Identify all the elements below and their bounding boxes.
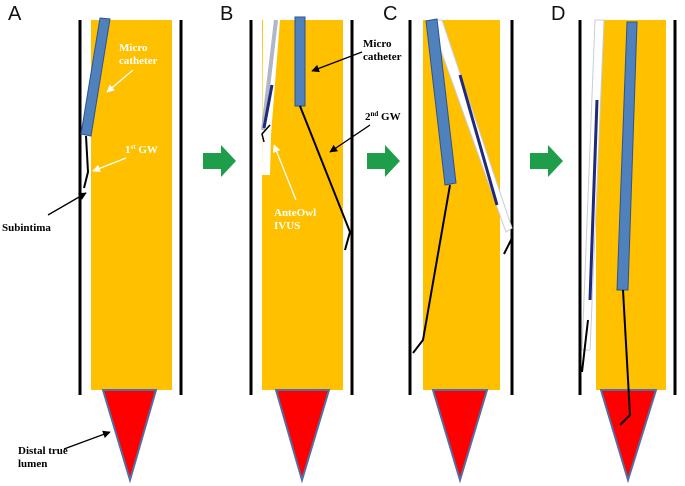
distal-true-lumen <box>431 389 489 484</box>
panel-b: B Micro catheter 2nd GW AnteOwl IVUS <box>220 3 402 484</box>
microcatheter <box>616 21 638 291</box>
second-guidewire <box>619 289 632 426</box>
panel-letter-b: B <box>220 3 233 25</box>
ivus-catheter <box>429 19 513 233</box>
ivus-label-line2: IVUS <box>274 220 300 232</box>
microcatheter <box>425 18 457 186</box>
ivus-label-line1: AnteOwl <box>274 207 316 219</box>
first-gw-arrow <box>92 157 127 173</box>
first-guidewire <box>581 319 589 373</box>
second-gw-arrow <box>329 124 371 153</box>
right-arrow-icon <box>203 145 236 177</box>
micro-arrow <box>106 69 134 93</box>
second-guidewire <box>299 105 352 251</box>
panel-letter-a: A <box>8 3 22 25</box>
first-guidewire <box>503 237 513 255</box>
panel-a: A Micro catheter 1st GW Subintima Distal… <box>2 3 183 484</box>
distal-lumen-label-line2: lumen <box>18 458 47 470</box>
panel-letter-c: C <box>383 3 397 25</box>
first-guidewire <box>261 124 271 143</box>
distal-lumen-label-line1: Distal true <box>18 445 68 457</box>
ivus-catheter-outline <box>261 19 278 131</box>
distal-true-lumen <box>274 389 331 484</box>
micro-catheter-label-line2: catheter <box>363 51 402 63</box>
microcatheter <box>294 16 306 107</box>
subintimal-gap <box>84 170 91 200</box>
vessel-lumen <box>91 20 172 390</box>
right-arrow-icon <box>530 145 563 177</box>
subintima-label: Subintima <box>2 222 51 234</box>
right-arrow-icon <box>367 145 400 177</box>
ivus-imaging-core <box>588 99 599 301</box>
microcatheter <box>80 17 111 137</box>
panel-letter-d: D <box>551 3 565 25</box>
ivus-imaging-core <box>262 84 274 129</box>
ivus-imaging-core <box>458 74 499 206</box>
first-gw-label: 1st GW <box>125 143 158 156</box>
micro-arrow <box>311 51 363 73</box>
second-guidewire <box>412 184 451 354</box>
second-gw-label: 2nd GW <box>365 110 401 123</box>
micro-catheter-label-line1: Micro <box>119 42 148 54</box>
ivus-arrow <box>272 144 297 201</box>
first-guidewire <box>83 135 90 189</box>
micro-catheter-label-line1: Micro <box>363 38 392 50</box>
panel-d: D <box>551 3 677 484</box>
distal-arrow <box>63 430 111 450</box>
subintima-arrow <box>47 192 87 216</box>
distal-true-lumen <box>101 389 158 484</box>
panel-c: C <box>383 3 514 484</box>
micro-catheter-label-line2: catheter <box>119 55 158 67</box>
